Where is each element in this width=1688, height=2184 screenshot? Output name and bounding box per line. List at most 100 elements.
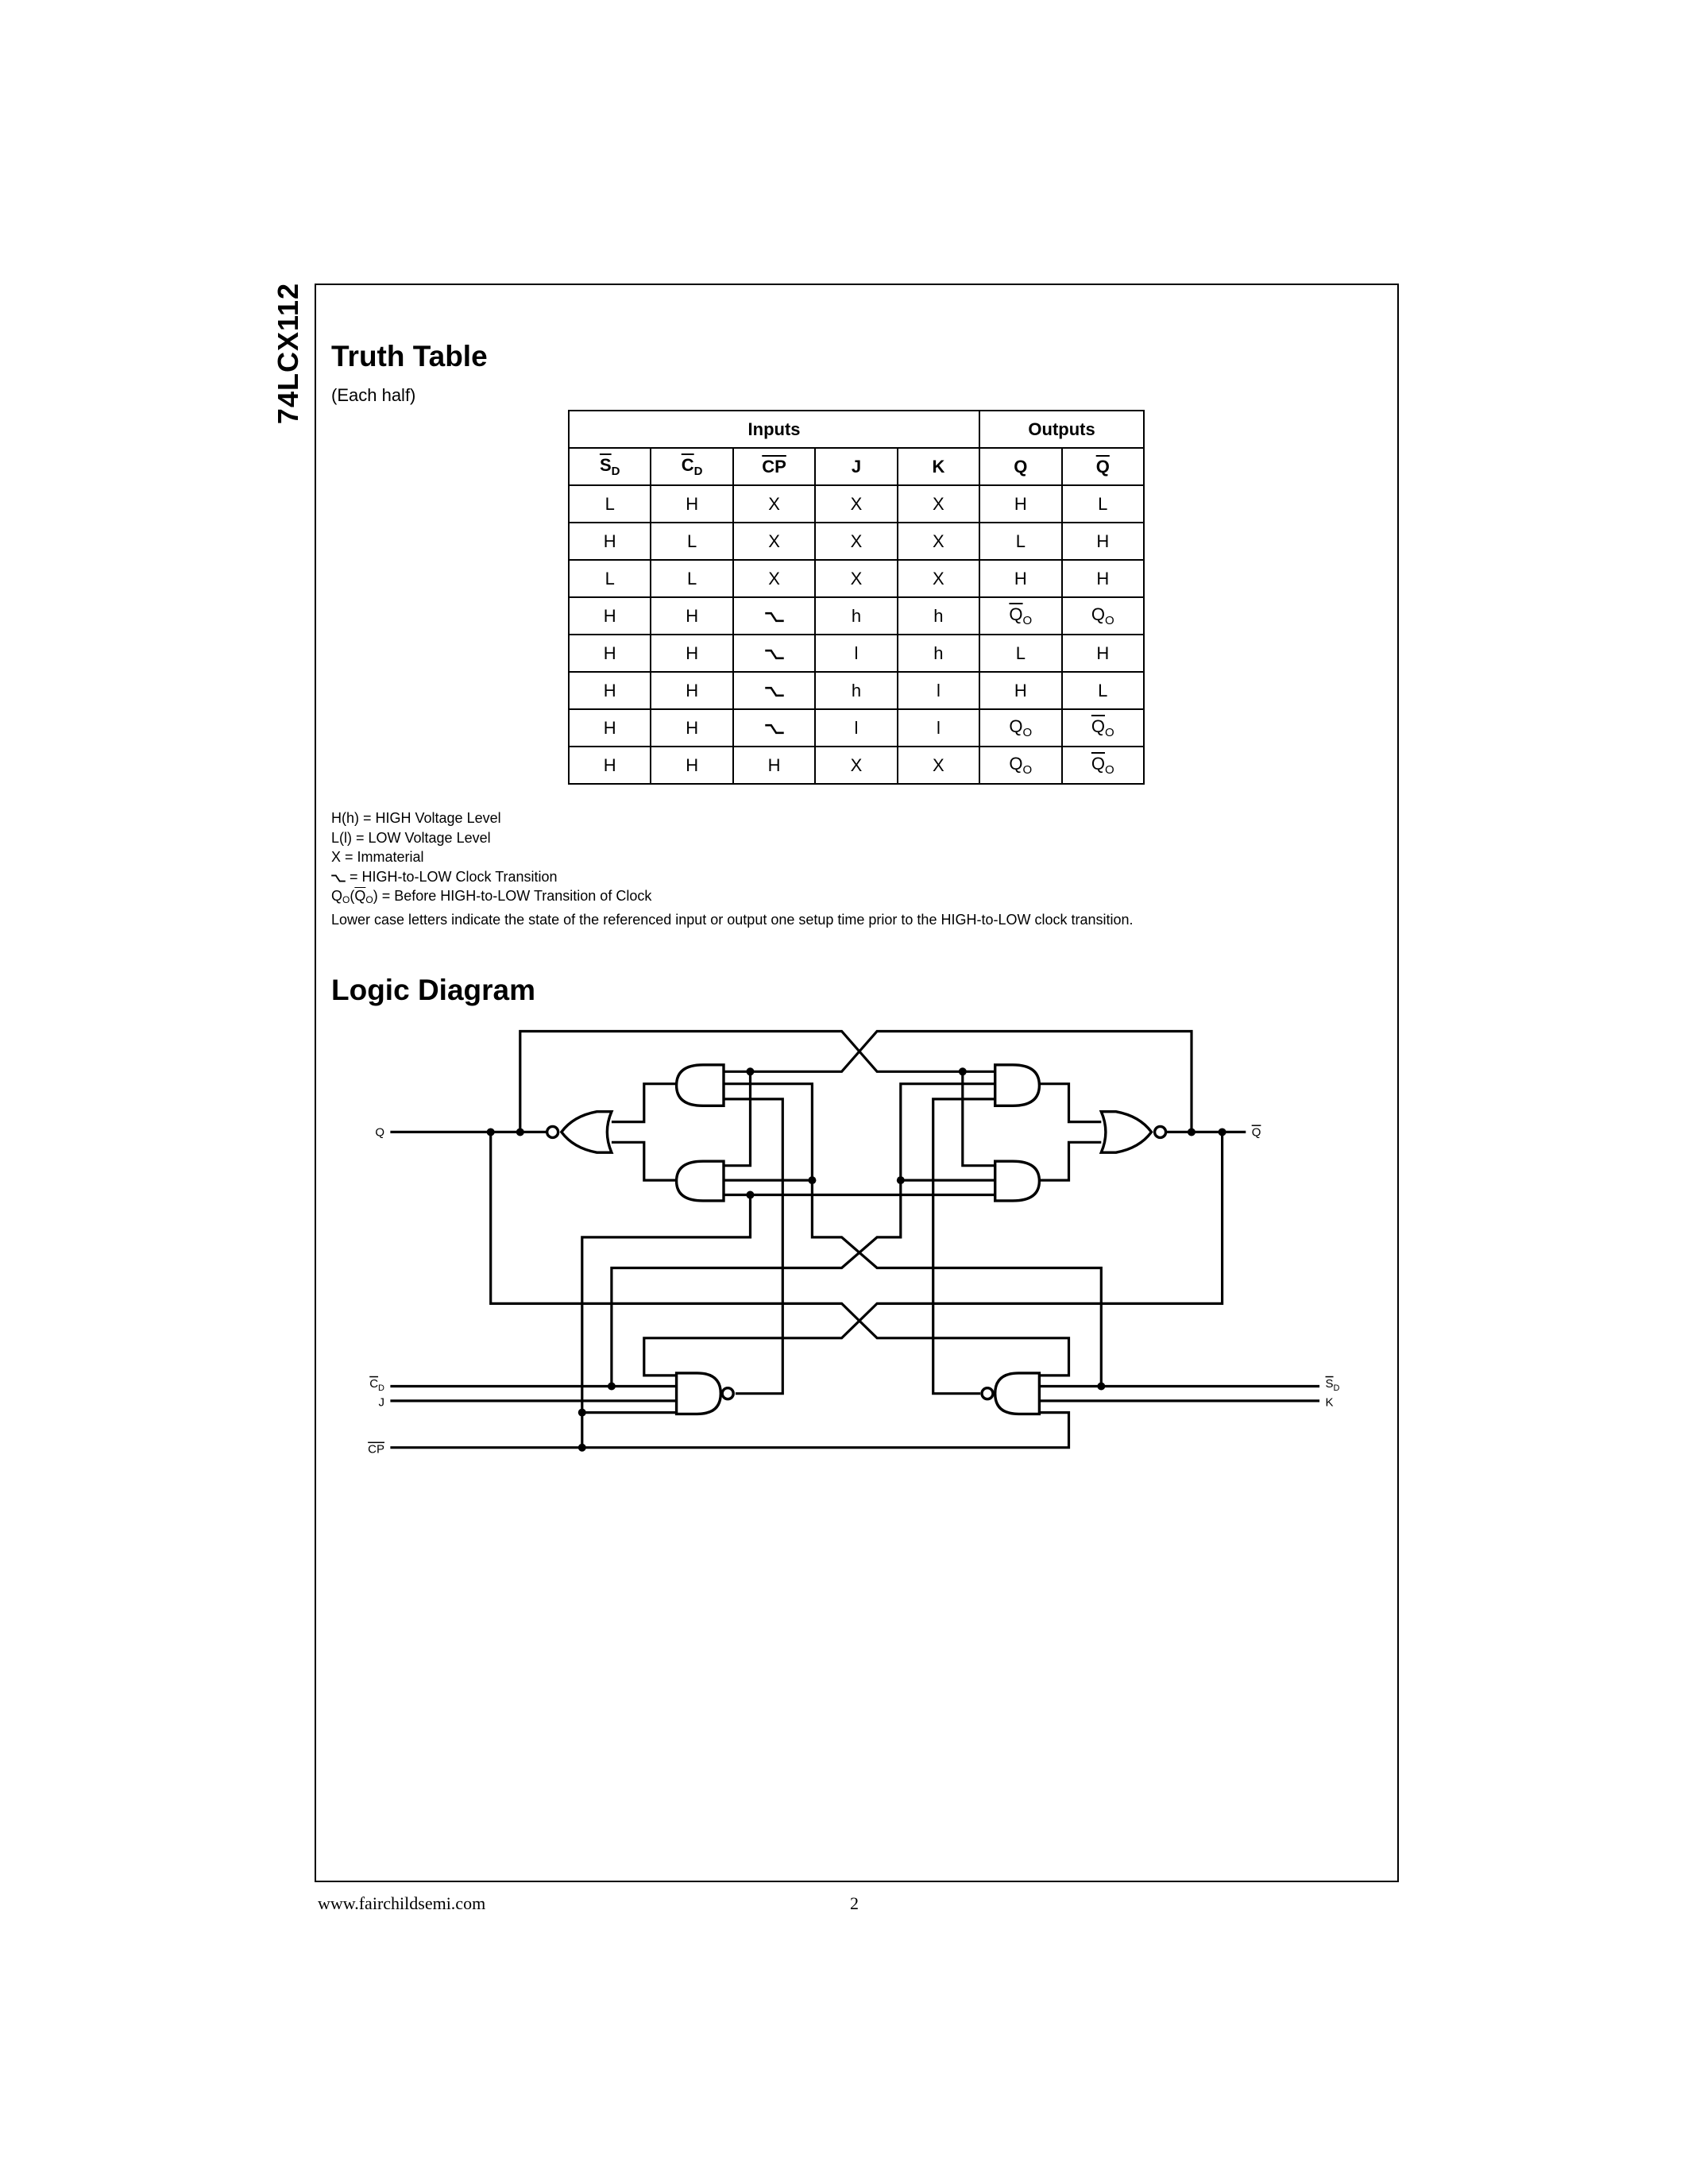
table-cell: X [732, 484, 817, 523]
table-cell: H [1060, 634, 1145, 673]
and-gate-upper-right [994, 1063, 1041, 1107]
and-gate-upper-left [674, 1063, 725, 1107]
junction-dot [577, 1408, 586, 1417]
table-cell: L [650, 522, 734, 561]
cell-text: X [850, 754, 863, 775]
signal-label-text: Q [375, 1125, 384, 1139]
cell-text: Q [1014, 456, 1028, 477]
wire [1039, 1140, 1102, 1182]
table-cell: L [1060, 484, 1145, 523]
table-cell: l [814, 634, 898, 673]
table-cell: H [567, 596, 652, 635]
footer-url[interactable]: www.fairchildsemi.com [318, 1893, 486, 1913]
signal-label-k: K [1326, 1396, 1334, 1410]
table-cell: H [979, 484, 1063, 523]
cell-text: L [1015, 531, 1026, 551]
cell-text: H [686, 493, 699, 514]
table-cell: H [650, 484, 734, 523]
cell-text: l [936, 680, 941, 700]
signal-label-text: K [1326, 1396, 1334, 1410]
cell-text: CP [762, 456, 786, 477]
cell-text: l [936, 717, 941, 738]
nand-gate-right [993, 1372, 1041, 1416]
table-cell: H [979, 559, 1063, 598]
column-header: SD [567, 447, 652, 486]
legend-text: ) = Before HIGH-to-LOW Transition of Clo… [373, 888, 652, 904]
table-cell: QO [979, 746, 1063, 785]
cell-text: l [854, 642, 859, 663]
junction-dot [486, 1128, 495, 1136]
column-header: K [896, 447, 981, 486]
table-cell: X [814, 484, 898, 523]
table-cell: H [567, 708, 652, 747]
cell-text: Q [1095, 456, 1110, 477]
table-cell: h [896, 634, 981, 673]
cell-text: Q [1091, 754, 1105, 774]
table-cell: L [567, 484, 652, 523]
table-cell [732, 596, 817, 635]
cell-text: H [603, 642, 616, 663]
cell-text: X [933, 531, 944, 551]
falling-edge-icon [764, 723, 784, 734]
table-cell: QO [979, 596, 1063, 635]
table-cell: X [814, 559, 898, 598]
table-cell: H [567, 522, 652, 561]
cell-text: H [603, 680, 616, 700]
legend-line: Lower case letters indicate the state of… [331, 910, 1134, 930]
cell-text: H [1096, 568, 1110, 588]
logic-diagram-title: Logic Diagram [331, 974, 535, 1006]
table-cell: H [567, 671, 652, 710]
wire [1039, 1082, 1102, 1124]
column-header: Q [979, 447, 1063, 486]
group-header-outputs: Outputs [979, 410, 1145, 449]
signal-label-text: Q [1252, 1125, 1261, 1139]
cell-text: H [686, 605, 699, 626]
footer-page-number: 2 [850, 1893, 859, 1913]
junction-dot [896, 1176, 905, 1185]
nand-gate-left [674, 1372, 723, 1416]
cell-text: H [1014, 568, 1027, 588]
legend-text: Q [354, 888, 366, 904]
wire [724, 1071, 752, 1167]
wire [519, 1029, 995, 1133]
and-gate-lower-right [994, 1160, 1041, 1202]
falling-edge-icon [764, 649, 784, 659]
table-cell: H [567, 746, 652, 785]
cell-text: L [605, 568, 615, 588]
table-cell: X [896, 559, 981, 598]
cell-text: L [1098, 493, 1108, 514]
cell-text: H [603, 531, 616, 551]
signal-label-text: S [1326, 1377, 1334, 1391]
table-cell: L [979, 634, 1063, 673]
signal-label-q: Q [375, 1125, 384, 1139]
cell-text: H [603, 754, 616, 775]
wire [611, 1082, 677, 1124]
signal-label-subscript: D [1334, 1383, 1340, 1393]
table-cell: X [814, 522, 898, 561]
table-cell: X [732, 522, 817, 561]
cell-text: H [1096, 531, 1110, 551]
cell-text: l [854, 717, 859, 738]
table-cell: H [567, 634, 652, 673]
inverter-bubble-icon [545, 1125, 560, 1140]
cell-text: X [768, 568, 780, 588]
cell-text: Q [1009, 604, 1023, 624]
falling-edge-icon [331, 874, 346, 882]
junction-dot [746, 1067, 755, 1076]
legend-text: H(h) = HIGH Voltage Level [331, 810, 501, 826]
cell-text: S [599, 455, 612, 475]
falling-edge-icon [764, 612, 784, 622]
table-cell: QO [979, 708, 1063, 747]
cell-text: X [850, 568, 863, 588]
table-cell: L [1060, 671, 1145, 710]
table-cell: H [650, 596, 734, 635]
table-cell: QO [1060, 746, 1145, 785]
wire [724, 1029, 1193, 1133]
